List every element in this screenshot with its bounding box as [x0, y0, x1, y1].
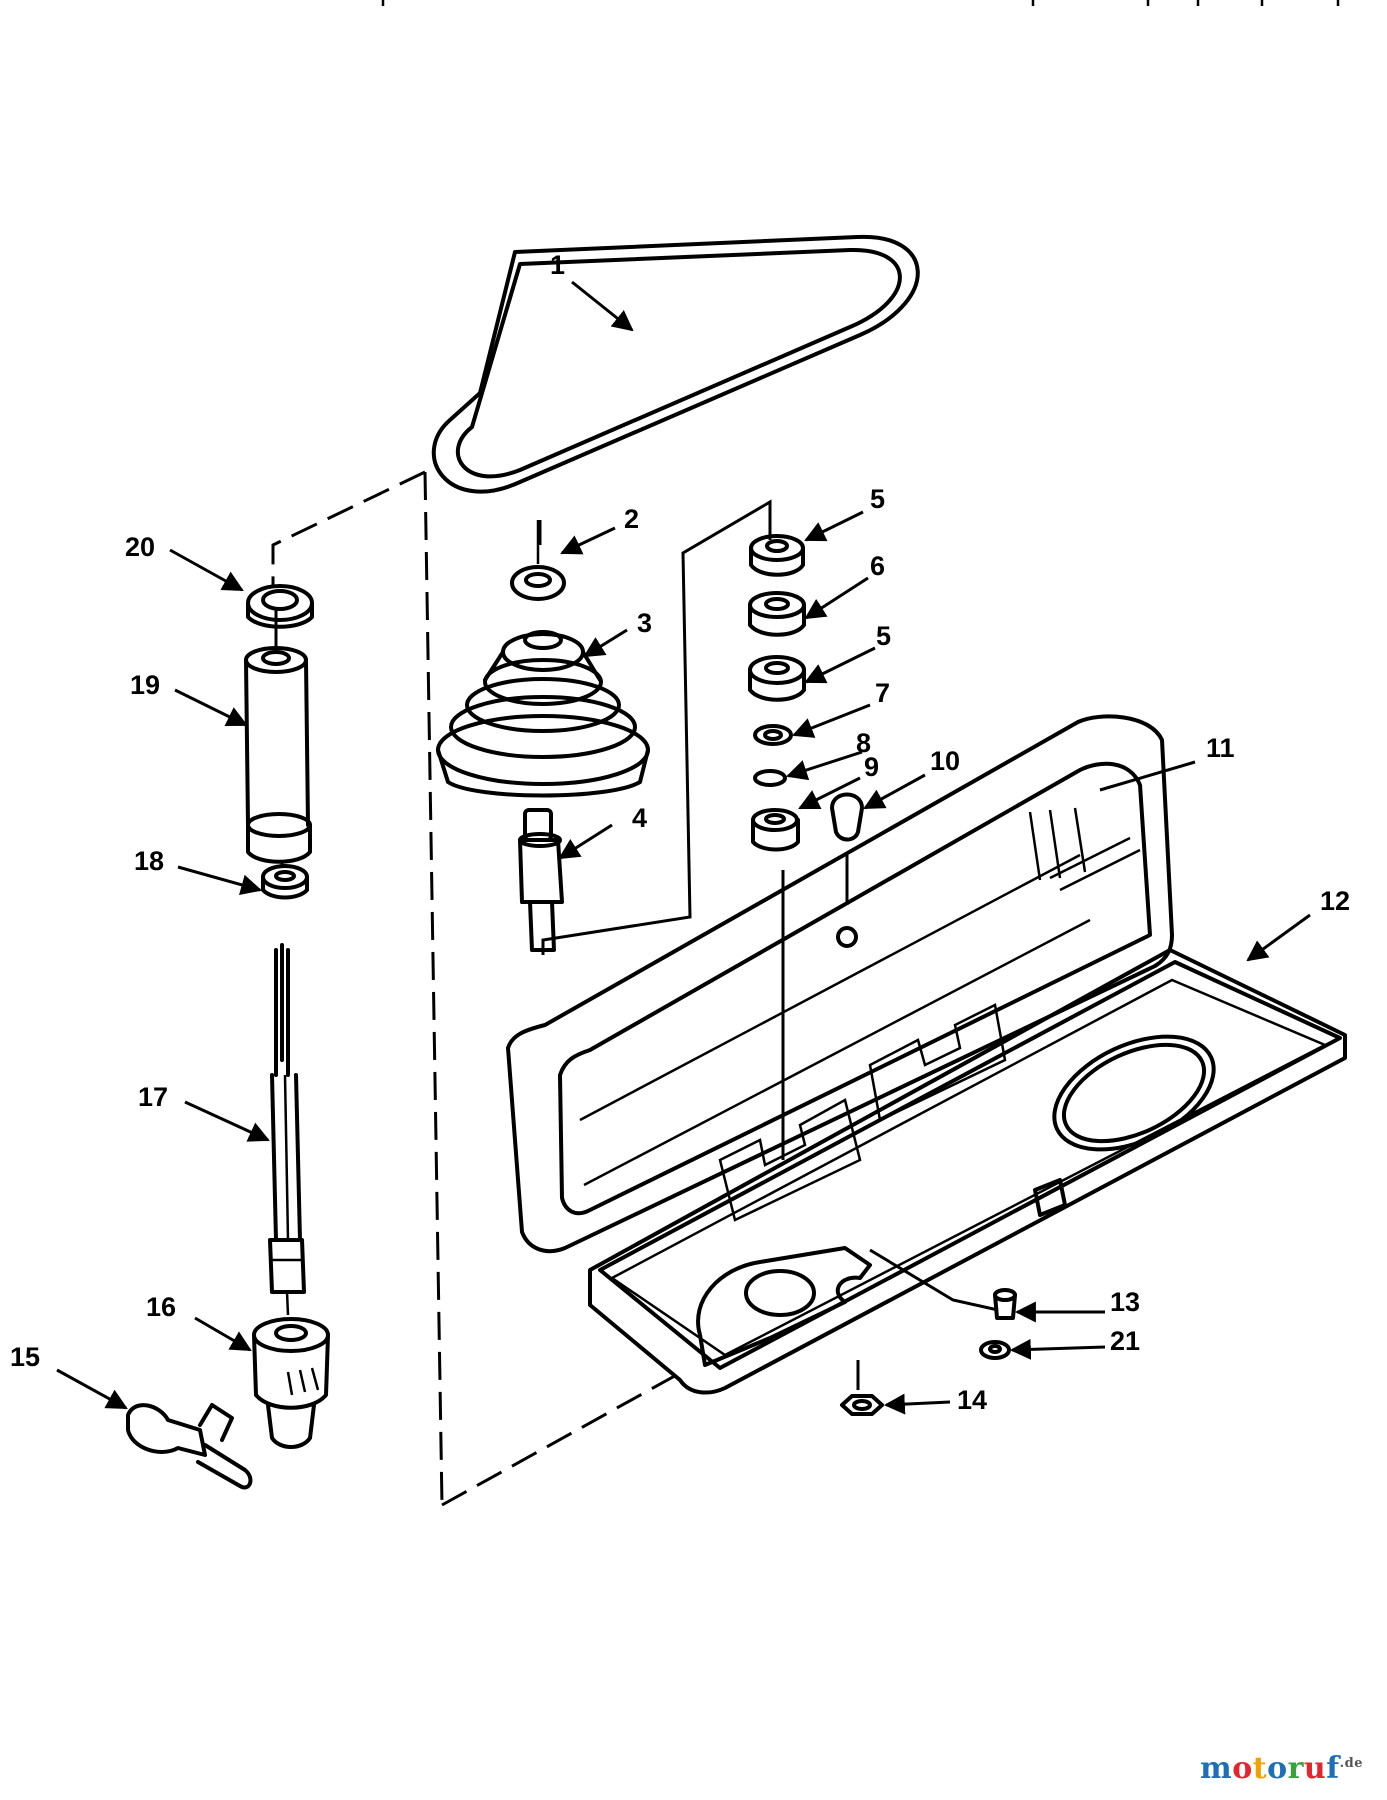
part-bearing-top [749, 534, 805, 577]
arrow-icon [583, 628, 628, 658]
part-knob [830, 792, 864, 948]
callout-label: 8 [856, 728, 871, 758]
watermark-text: motoruf [1199, 1751, 1340, 1786]
part-nut [510, 520, 566, 601]
arrow-icon [194, 1316, 252, 1352]
callout-label: 12 [1320, 886, 1350, 916]
arrow-icon [174, 688, 248, 727]
assembly-guide-lines [538, 499, 999, 1312]
arrow-icon [177, 865, 263, 896]
arrow-icon [560, 526, 616, 555]
arrow-icon [804, 576, 869, 620]
callout-label: 7 [875, 678, 890, 708]
callout-label: 17 [138, 1082, 168, 1112]
callout-label: 14 [957, 1385, 987, 1415]
part-quill-bearing-top [246, 584, 314, 629]
watermark-logo: motoruf.de [1200, 1751, 1363, 1786]
arrow-icon [804, 646, 876, 684]
part-chuck-key [126, 1403, 253, 1490]
callout-label: 18 [134, 846, 164, 876]
callout-label: 1 [550, 250, 565, 280]
arrow-icon [184, 1100, 270, 1142]
callout-label: 5 [876, 621, 891, 651]
dashed-assembly-line [271, 470, 681, 1507]
part-quill [244, 646, 312, 864]
watermark-tld: .de [1339, 1756, 1363, 1771]
arrow-icon [786, 750, 863, 781]
arrow-icon [571, 280, 634, 332]
arrow-icon [804, 510, 864, 542]
arrow-icon [883, 1393, 951, 1415]
part-retaining-ring [753, 769, 787, 787]
arrow-icon [558, 823, 613, 860]
part-spacer [748, 591, 806, 637]
callout-label: 9 [864, 752, 879, 782]
callout-label: 6 [870, 551, 885, 581]
arrow-icon [1009, 1338, 1106, 1360]
callout-label: 16 [146, 1292, 176, 1322]
part-belt [431, 234, 920, 494]
part-bearing-bottom [748, 655, 806, 702]
arrow-icon [1246, 913, 1311, 962]
part-lock-washer [979, 1340, 1011, 1360]
callout-label: 13 [1110, 1287, 1140, 1317]
arrow-icon [792, 703, 871, 738]
callout-label: 19 [130, 670, 160, 700]
arrow-icon [56, 1368, 128, 1410]
callout-label: 20 [125, 532, 155, 562]
callout-label: 2 [624, 504, 639, 534]
part-collar [751, 808, 800, 852]
callout-label: 21 [1110, 1326, 1140, 1356]
arrow-icon [798, 776, 861, 810]
callout-label: 4 [632, 803, 647, 833]
arrow-icon [169, 548, 244, 592]
callout-label: 15 [10, 1342, 40, 1372]
leader-arrows [56, 280, 1311, 1415]
part-step-pulley [436, 630, 650, 798]
callout-label: 11 [1206, 733, 1235, 763]
part-storage-case [506, 714, 1347, 1395]
callout-label: 3 [637, 608, 652, 638]
part-hex-nut [840, 1360, 884, 1416]
arrow-icon [863, 773, 926, 810]
part-screw [993, 1288, 1017, 1320]
part-washer [753, 724, 793, 746]
part-drill-chuck [252, 1317, 330, 1449]
part-spindle-shaft [518, 808, 564, 952]
callout-labels: 1 2 3 4 5 6 5 7 8 9 10 11 12 13 21 14 15… [10, 250, 1350, 1415]
part-spindle [268, 943, 306, 1316]
top-edge-marks [381, 0, 1340, 6]
part-quill-bearing-bottom [261, 864, 309, 900]
callout-label: 10 [930, 746, 960, 776]
callout-label: 5 [870, 484, 885, 514]
